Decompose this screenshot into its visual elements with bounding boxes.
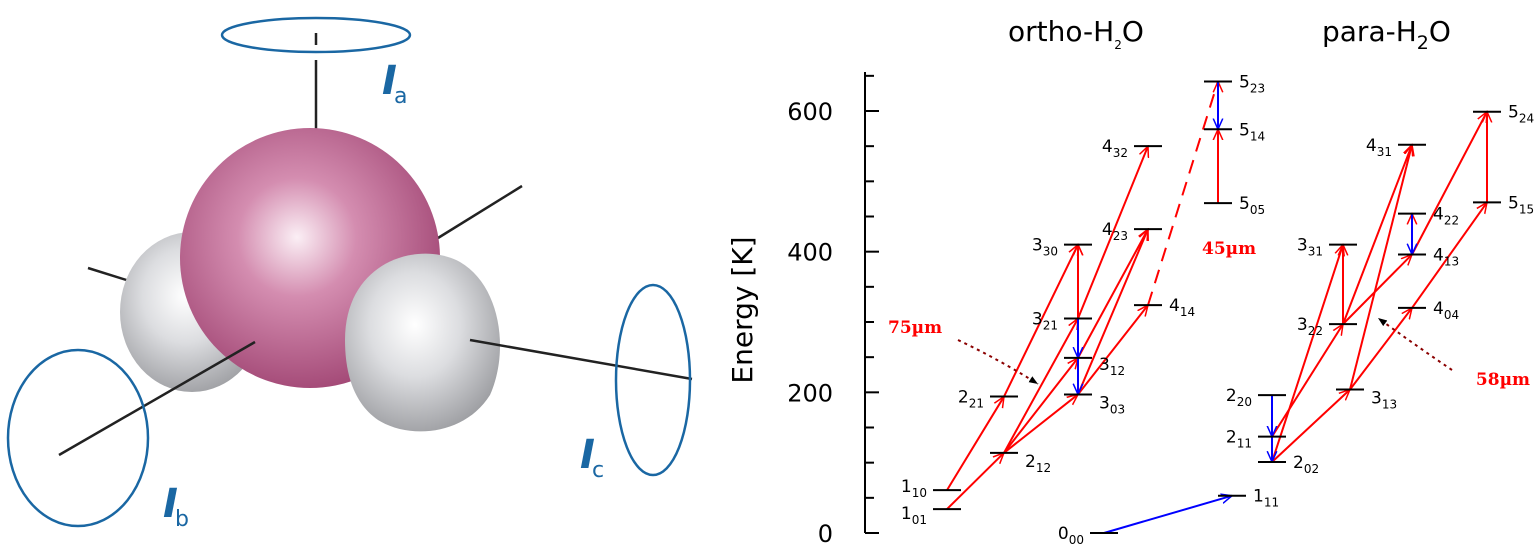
level-label: 101 bbox=[901, 504, 927, 527]
level-label: 312 bbox=[1099, 355, 1125, 378]
axis-c-subscript: c bbox=[592, 458, 604, 483]
level-label: 212 bbox=[1025, 452, 1051, 475]
wavelength-annotations: 75µm 45µm 58µm bbox=[888, 239, 1530, 390]
excitation-arrow bbox=[1003, 245, 1079, 397]
wavelength-label: 75µm bbox=[888, 318, 942, 338]
level-label: 524 bbox=[1508, 103, 1534, 126]
excitation-arrow bbox=[1077, 229, 1148, 395]
level-label: 515 bbox=[1508, 193, 1534, 216]
level-label: 321 bbox=[1032, 309, 1058, 332]
level-label: 000 bbox=[1058, 524, 1084, 547]
level-label: 303 bbox=[1099, 393, 1125, 416]
level-label: 110 bbox=[901, 477, 927, 500]
excitation-arrow bbox=[1077, 305, 1148, 396]
level-label: 313 bbox=[1371, 389, 1397, 412]
axis-b-subscript: b bbox=[175, 507, 189, 532]
excitation-arrow bbox=[1342, 145, 1412, 325]
hydrogen-atom-right bbox=[345, 253, 500, 432]
excitation-arrow bbox=[1077, 146, 1148, 319]
excitation-arrow bbox=[1411, 112, 1488, 255]
annotation-pointer bbox=[957, 339, 1039, 385]
y-tick-label: 600 bbox=[787, 98, 833, 126]
y-tick-label: 400 bbox=[787, 239, 833, 267]
y-tick-label: 200 bbox=[787, 379, 833, 407]
level-label: 331 bbox=[1297, 236, 1323, 259]
excitation-arrow bbox=[1271, 245, 1343, 463]
level-label: 202 bbox=[1293, 453, 1319, 476]
level-label: 422 bbox=[1433, 205, 1459, 228]
axis-c-back-line bbox=[437, 184, 523, 240]
energy-levels: 101 110 212 221 303 312 321 330 414 423 432 505 514 5… bbox=[901, 72, 1534, 547]
excitation-arrow bbox=[946, 453, 1004, 510]
axis-a-ring bbox=[220, 16, 412, 54]
level-label: 404 bbox=[1433, 299, 1459, 322]
dashed-transition bbox=[1147, 81, 1219, 306]
level-label: 514 bbox=[1239, 120, 1265, 143]
y-axis-label: Energy [K] bbox=[726, 236, 759, 383]
axis-b-line bbox=[58, 340, 256, 457]
level-label: 111 bbox=[1253, 487, 1279, 510]
annotation-pointer bbox=[1377, 317, 1453, 371]
excitation-arrow bbox=[1077, 229, 1148, 359]
wavelength-label: 58µm bbox=[1476, 370, 1530, 390]
level-label: 211 bbox=[1226, 428, 1252, 451]
level-label: 505 bbox=[1239, 194, 1265, 217]
excitation-arrow bbox=[1003, 394, 1078, 454]
level-label: 414 bbox=[1169, 296, 1195, 319]
y-tick-label: 0 bbox=[818, 520, 833, 548]
level-label: 523 bbox=[1239, 72, 1265, 95]
level-label: 413 bbox=[1433, 245, 1459, 268]
title-para: para-H2O bbox=[1322, 15, 1451, 54]
level-label: 220 bbox=[1226, 386, 1252, 409]
axis-a-subscript: a bbox=[394, 84, 407, 109]
level-label: 221 bbox=[958, 388, 984, 411]
excitation-arrow bbox=[1271, 324, 1343, 438]
excitation-arrow bbox=[1411, 202, 1487, 309]
axis-a-label: I bbox=[382, 58, 397, 104]
excitation-arrow bbox=[1003, 318, 1078, 454]
level-label: 431 bbox=[1366, 136, 1392, 159]
level-label: 432 bbox=[1102, 137, 1128, 160]
axis-c-label: I bbox=[580, 432, 595, 478]
excitation-arrow bbox=[946, 397, 1004, 491]
excitation-arrow bbox=[1271, 390, 1350, 463]
transition-arrows bbox=[946, 81, 1488, 534]
axis-b-label: I bbox=[163, 481, 178, 527]
excitation-arrow bbox=[1342, 254, 1412, 325]
axis-c-ring bbox=[614, 283, 692, 477]
y-axis: 0 200 400 600 bbox=[787, 72, 879, 548]
decay-arrow bbox=[1103, 496, 1232, 534]
axis-c-line bbox=[469, 338, 693, 381]
level-label: 423 bbox=[1102, 220, 1128, 243]
excitation-arrow bbox=[1349, 308, 1412, 391]
title-ortho: ortho-H2O bbox=[1008, 15, 1144, 52]
excitation-arrow bbox=[1349, 145, 1412, 390]
excitation-arrow bbox=[1003, 358, 1078, 454]
axis-b-ring bbox=[6, 348, 150, 528]
wavelength-label: 45µm bbox=[1202, 239, 1256, 259]
level-label: 322 bbox=[1297, 315, 1323, 338]
water-molecule-illustration: I a I b I c bbox=[6, 16, 693, 532]
level-label: 330 bbox=[1032, 236, 1058, 259]
